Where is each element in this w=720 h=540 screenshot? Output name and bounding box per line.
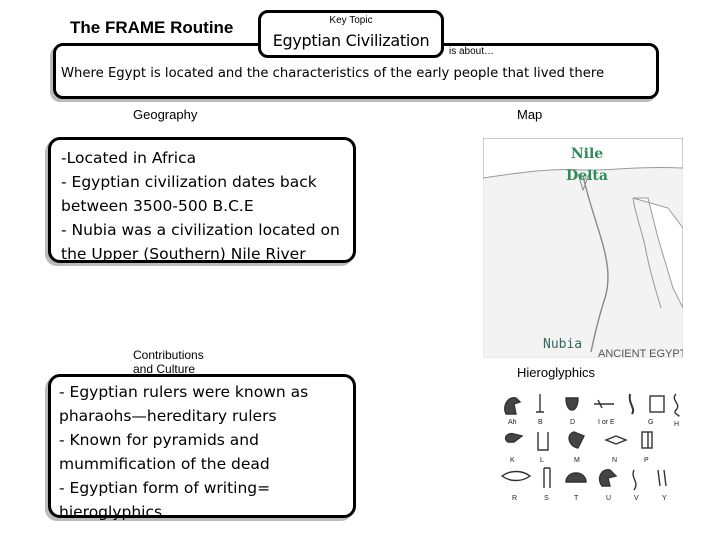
map-label-nubia: Nubia xyxy=(543,337,582,352)
contributions-heading-line2: and Culture xyxy=(133,362,196,376)
map-label-delta: Delta xyxy=(566,168,608,184)
hiero-label: N xyxy=(612,457,617,464)
hiero-label: T xyxy=(574,495,579,502)
hieroglyphics-chart: Ah B D I or E G H K L M N P R S T U V Y xyxy=(500,393,680,502)
geography-heading: Geography xyxy=(133,107,198,122)
map-heading: Map xyxy=(517,107,543,122)
hiero-label: M xyxy=(574,457,580,464)
hiero-label: P xyxy=(644,457,649,464)
contributions-text: - Egyptian rulers were known as pharaohs… xyxy=(59,383,309,521)
key-topic-value: Egyptian Civilization xyxy=(272,31,430,50)
contributions-heading: Contributions and Culture xyxy=(133,348,253,376)
key-topic-label: Key Topic xyxy=(329,15,373,26)
contributions-box: - Egyptian rulers were known as pharaohs… xyxy=(48,374,356,521)
geography-text: -Located in Africa - Egyptian civilizati… xyxy=(61,149,340,263)
hiero-label: R xyxy=(512,495,517,502)
hiero-label: U xyxy=(606,495,611,502)
hiero-label: K xyxy=(510,457,515,464)
hiero-label: D xyxy=(570,419,575,426)
hiero-label: B xyxy=(538,419,543,426)
ancient-egypt-map: Nile Delta Nubia ANCIENT EGYPT xyxy=(483,138,683,358)
map-label-nile: Nile xyxy=(571,146,603,162)
hiero-label: H xyxy=(674,421,679,428)
hiero-label: Ah xyxy=(508,419,517,426)
is-about-text: Where Egypt is located and the character… xyxy=(61,66,605,81)
is-about-label: is about… xyxy=(449,46,495,57)
hiero-label: I or E xyxy=(598,419,615,426)
hiero-label: G xyxy=(648,419,653,426)
hiero-label: L xyxy=(540,457,544,464)
contributions-heading-line1: Contributions xyxy=(133,348,204,362)
hiero-label: Y xyxy=(662,495,667,502)
frame-routine-title: The FRAME Routine xyxy=(70,18,234,37)
hieroglyphics-heading: Hieroglyphics xyxy=(517,365,596,380)
hiero-label: V xyxy=(634,495,639,502)
hiero-label: S xyxy=(544,495,549,502)
geography-box: -Located in Africa - Egyptian civilizati… xyxy=(48,137,356,263)
key-topic-box: Key Topic Egyptian Civilization xyxy=(258,10,444,58)
map-caption: ANCIENT EGYPT xyxy=(598,348,683,358)
